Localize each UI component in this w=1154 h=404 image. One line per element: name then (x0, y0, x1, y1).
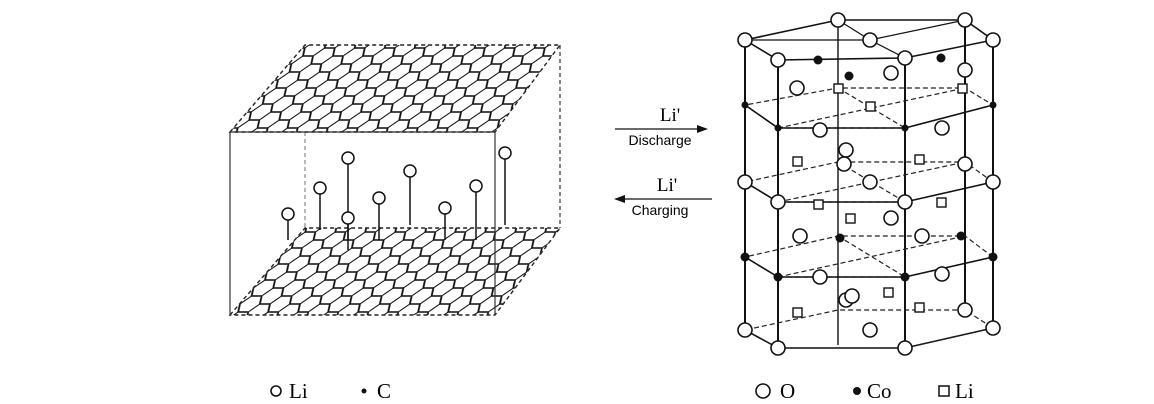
open-circle-icon (755, 383, 771, 399)
licoo2-structure (737, 12, 1001, 356)
o-atom (737, 174, 753, 190)
charging-arrow: Li' Charging (614, 175, 712, 218)
o-atom (770, 194, 786, 210)
small-dot-icon (361, 388, 367, 394)
o-atom (862, 174, 878, 190)
li-square (957, 83, 968, 94)
discharge-label: Discharge (628, 132, 691, 148)
charging-ion-label: Li' (657, 175, 677, 196)
o-atom (737, 322, 753, 338)
cobalt-atoms (740, 53, 998, 282)
lattice-layers (743, 87, 995, 349)
o-atom (883, 65, 899, 81)
o-atom (770, 52, 786, 68)
o-atom (957, 12, 973, 28)
o-atom (883, 210, 899, 226)
li-atom (341, 211, 355, 250)
o-atom (985, 174, 1001, 190)
graphene-sheet-bottom (228, 227, 562, 316)
legend-item-c: C (361, 379, 391, 403)
li-square (865, 101, 876, 112)
li-square (936, 197, 947, 208)
o-atom (770, 340, 786, 356)
legend-item-co: Co (853, 379, 892, 403)
co-atom (900, 272, 910, 282)
o-atom (812, 122, 828, 138)
o-atom (838, 142, 854, 158)
o-atom (830, 12, 846, 28)
lithium-atoms (281, 146, 512, 250)
co-atom (901, 124, 909, 132)
o-atom (789, 80, 805, 96)
legend-li-square-label: Li (955, 379, 974, 403)
co-atom (844, 71, 854, 81)
li-atom (281, 207, 295, 240)
li-square (792, 156, 803, 167)
co-atom (773, 272, 783, 282)
li-square (813, 199, 824, 210)
li-atom (438, 201, 452, 240)
co-atom (956, 231, 966, 241)
oxygen-atoms (737, 12, 1001, 356)
co-atom (741, 101, 749, 109)
o-atom (812, 269, 828, 285)
box-frame (229, 45, 561, 315)
o-atom (934, 120, 950, 136)
co-atom (813, 55, 823, 65)
o-atom (957, 62, 973, 78)
o-atom (957, 156, 973, 172)
co-atom (936, 53, 946, 63)
o-atom (914, 228, 930, 244)
o-atom (862, 322, 878, 338)
legend-li-label: Li (289, 379, 308, 403)
legend-c-label: C (377, 379, 391, 403)
o-atom (862, 32, 878, 48)
discharge-arrow: Li' Discharge (615, 105, 708, 148)
legend-left: Li C (270, 379, 391, 403)
o-atom (985, 32, 1001, 48)
li-square (792, 307, 803, 318)
open-circle-icon (270, 385, 282, 397)
li-square (845, 213, 856, 224)
co-atom (774, 124, 782, 132)
legend-co-label: Co (867, 379, 892, 403)
o-atom (836, 156, 852, 172)
o-atom (934, 266, 950, 282)
li-atom (403, 164, 417, 225)
o-atom (985, 320, 1001, 336)
legend-item-o: O (755, 379, 795, 403)
li-square (883, 287, 894, 298)
filled-dot-icon (853, 387, 861, 395)
co-atom (988, 252, 998, 262)
o-atom (844, 288, 860, 304)
li-square (914, 302, 925, 313)
graphite-structure (228, 44, 562, 316)
open-square-icon (938, 385, 950, 397)
co-atom (989, 101, 997, 109)
discharge-ion-label: Li' (660, 105, 680, 126)
o-atom (897, 194, 913, 210)
legend-right: O Co Li (755, 379, 974, 403)
li-atom (313, 181, 327, 230)
o-atom (897, 340, 913, 356)
legend-item-li-square: Li (938, 379, 974, 403)
legend-item-li: Li (270, 379, 308, 403)
li-square (833, 83, 844, 94)
o-atom (897, 50, 913, 66)
o-atom (737, 32, 753, 48)
o-atom (957, 302, 973, 318)
li-square (914, 154, 925, 165)
o-atom (792, 228, 808, 244)
lithium-sites (792, 83, 968, 318)
li-atom (372, 191, 386, 240)
co-atom (835, 233, 845, 243)
li-atom (469, 179, 483, 240)
charging-label: Charging (632, 202, 689, 218)
li-atom (498, 146, 512, 225)
co-atom (740, 252, 750, 262)
legend-o-label: O (780, 379, 795, 403)
